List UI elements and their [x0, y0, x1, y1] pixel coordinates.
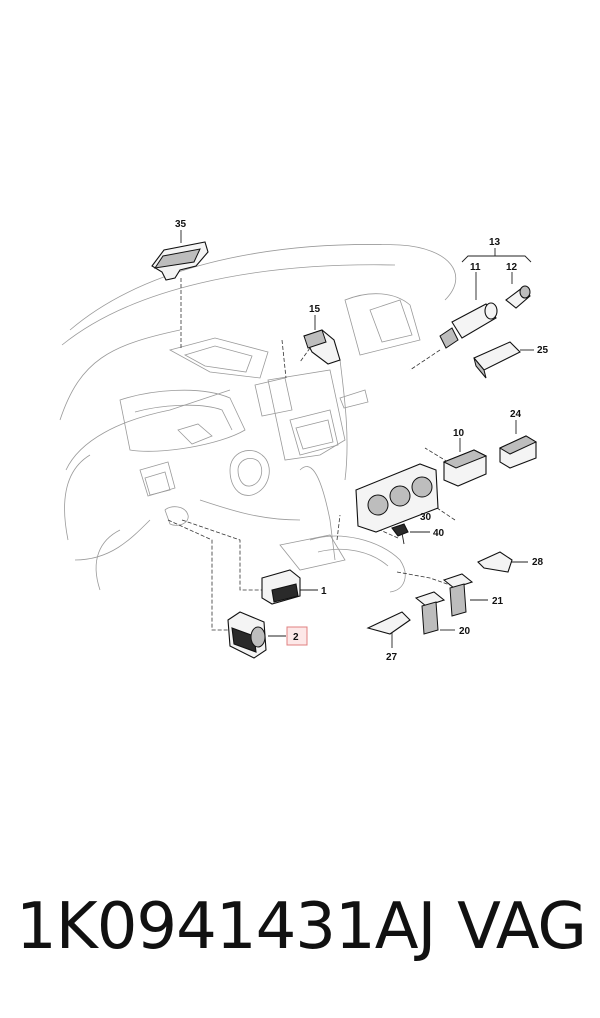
part-35 — [151, 241, 209, 281]
part-1 — [261, 569, 301, 605]
leader-lines — [167, 278, 456, 631]
callout-30: 30 — [420, 512, 432, 523]
callout-35: 35 — [175, 219, 187, 230]
dashboard-parts-diagram: 35 13 11 12 15 25 24 10 30 40 28 1 21 2 … — [59, 219, 549, 663]
part-21 — [442, 573, 474, 617]
part-number: 1K0941431AJ — [16, 890, 436, 964]
part-15 — [303, 329, 341, 365]
callout-24: 24 — [510, 409, 522, 420]
callout-27: 27 — [386, 652, 398, 663]
part-28 — [477, 551, 513, 573]
part-11 — [439, 302, 498, 349]
callout-28: 28 — [532, 557, 544, 568]
part-30 — [355, 463, 439, 533]
callout-2: 2 — [293, 632, 299, 643]
callout-11: 11 — [470, 262, 481, 273]
highlight-box-2 — [286, 626, 308, 646]
callout-20: 20 — [459, 626, 471, 637]
callout-labels: 35 13 11 12 15 25 24 10 30 40 28 1 21 2 … — [175, 219, 549, 663]
callout-21: 21 — [492, 596, 504, 607]
part-24 — [498, 435, 538, 469]
callout-13: 13 — [489, 237, 501, 248]
part-2 — [227, 611, 267, 659]
callout-12: 12 — [506, 262, 518, 273]
footer: 1K0941431AJ VAG — [0, 890, 600, 980]
callout-leaders — [180, 230, 534, 648]
part-12 — [505, 285, 531, 309]
callout-40: 40 — [433, 528, 445, 539]
part-40 — [391, 523, 409, 545]
callout-25: 25 — [537, 345, 549, 356]
callout-15: 15 — [309, 304, 321, 315]
part-25 — [473, 341, 521, 379]
callout-1: 1 — [321, 586, 327, 597]
part-10 — [442, 449, 488, 487]
part-27 — [366, 611, 411, 635]
dashboard-outline — [59, 244, 457, 593]
callout-10: 10 — [453, 428, 465, 439]
brand-name: VAG — [457, 890, 587, 964]
part-20 — [414, 591, 446, 635]
